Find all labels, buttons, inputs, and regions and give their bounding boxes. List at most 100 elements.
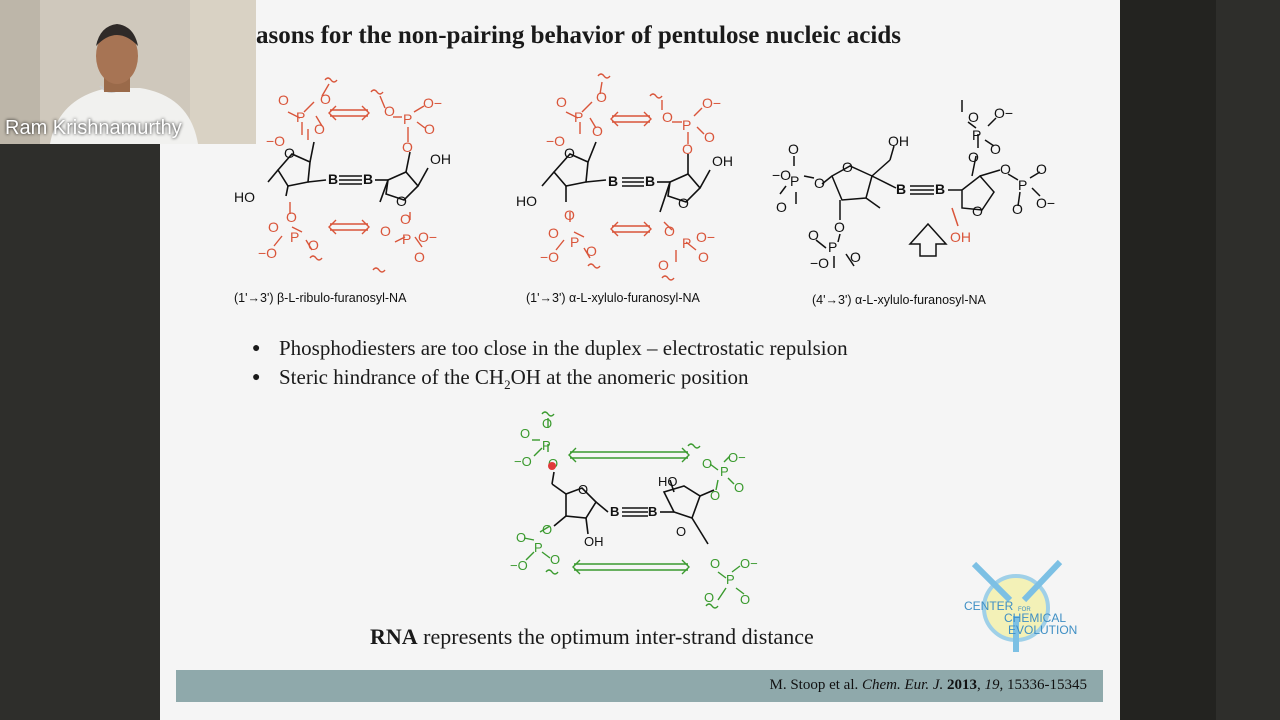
svg-text:B: B xyxy=(328,171,338,187)
svg-text:O: O xyxy=(402,139,413,155)
svg-text:B: B xyxy=(935,181,945,197)
svg-text:P: P xyxy=(570,234,579,250)
svg-text:O: O xyxy=(704,590,714,605)
svg-text:O: O xyxy=(678,195,689,211)
svg-text:O: O xyxy=(564,145,575,161)
svg-text:O: O xyxy=(414,249,425,265)
svg-text:O: O xyxy=(564,207,575,223)
svg-text:O: O xyxy=(710,488,720,503)
svg-text:O: O xyxy=(968,109,979,125)
svg-text:O: O xyxy=(740,592,750,607)
structure-alpha-l-xylulo-4-3: O P O− O O OH O B B O O P O O− O O P −O … xyxy=(772,100,1055,307)
svg-text:O: O xyxy=(548,225,559,241)
svg-text:O: O xyxy=(268,219,279,235)
svg-text:O: O xyxy=(698,249,709,265)
svg-text:O: O xyxy=(384,103,395,119)
svg-text:O: O xyxy=(592,123,603,139)
svg-text:P: P xyxy=(726,572,735,587)
svg-text:O−: O− xyxy=(728,450,746,465)
svg-text:O: O xyxy=(314,121,325,137)
svg-text:O: O xyxy=(1000,161,1011,177)
svg-text:B: B xyxy=(645,173,655,189)
svg-text:−O: −O xyxy=(258,245,277,261)
svg-text:O: O xyxy=(990,141,1001,157)
svg-text:P: P xyxy=(534,540,543,555)
svg-text:O: O xyxy=(520,426,530,441)
svg-text:OH: OH xyxy=(584,534,604,549)
svg-text:−O: −O xyxy=(540,249,559,265)
svg-text:O−: O− xyxy=(696,229,715,245)
center-for-chemical-evolution-logo: CENTER FOR CHEMICAL EVOLUTION xyxy=(960,556,1080,656)
svg-text:O: O xyxy=(542,416,552,431)
svg-text:O: O xyxy=(658,257,669,273)
slide-title: asons for the non-pairing behavior of pe… xyxy=(256,22,901,49)
svg-text:HO: HO xyxy=(234,189,255,205)
svg-text:B: B xyxy=(363,171,373,187)
shared-slide: asons for the non-pairing behavior of pe… xyxy=(160,0,1120,720)
svg-text:O: O xyxy=(834,219,845,235)
svg-text:O: O xyxy=(286,209,297,225)
svg-text:B: B xyxy=(610,504,619,519)
svg-text:O: O xyxy=(380,223,391,239)
svg-text:−O: −O xyxy=(772,167,791,183)
svg-text:O: O xyxy=(586,243,597,259)
svg-text:O: O xyxy=(596,89,607,105)
svg-text:O: O xyxy=(396,193,407,209)
participant-video-feed xyxy=(0,0,256,144)
svg-text:O: O xyxy=(400,211,411,227)
svg-text:−O: −O xyxy=(510,558,528,573)
svg-text:O−: O− xyxy=(740,556,758,571)
svg-text:−O: −O xyxy=(810,255,829,271)
svg-text:O: O xyxy=(662,109,673,125)
svg-text:O: O xyxy=(850,249,861,265)
structure-label: (4'→3') α-L-xylulo-furanosyl-NA xyxy=(812,293,987,307)
svg-text:P: P xyxy=(290,229,299,245)
rna-caption: RNA represents the optimum inter-strand … xyxy=(370,624,814,649)
svg-text:O: O xyxy=(710,556,720,571)
svg-text:OH: OH xyxy=(888,133,909,149)
svg-text:OH: OH xyxy=(430,151,451,167)
citation-bar: M. Stoop et al. Chem. Eur. J. 2013, 19, … xyxy=(176,670,1103,702)
svg-text:O: O xyxy=(278,92,289,108)
svg-text:O: O xyxy=(320,91,331,107)
svg-text:P: P xyxy=(402,231,411,247)
bullet-item: Phosphodiesters are too close in the dup… xyxy=(252,334,848,363)
svg-text:P: P xyxy=(682,235,691,251)
svg-text:O: O xyxy=(814,175,825,191)
svg-text:P: P xyxy=(574,109,583,125)
svg-text:O: O xyxy=(968,149,979,165)
svg-text:O: O xyxy=(702,456,712,471)
svg-text:O: O xyxy=(556,94,567,110)
svg-text:−O: −O xyxy=(266,133,285,149)
participant-name: Ram Krishnamurthy xyxy=(5,117,182,139)
svg-text:P: P xyxy=(682,117,691,133)
svg-text:−O: −O xyxy=(546,133,565,149)
svg-text:O: O xyxy=(542,522,552,537)
svg-text:O: O xyxy=(1036,161,1047,177)
svg-text:O−: O− xyxy=(702,95,721,111)
svg-text:OH: OH xyxy=(950,229,971,245)
bullet-item: Steric hindrance of the CH2OH at the ano… xyxy=(252,363,848,399)
right-dark-band xyxy=(1120,0,1216,720)
svg-text:O: O xyxy=(972,203,983,219)
svg-text:B: B xyxy=(648,504,657,519)
svg-text:O: O xyxy=(424,121,435,137)
svg-text:O: O xyxy=(516,530,526,545)
bullet-list: Phosphodiesters are too close in the dup… xyxy=(252,334,848,399)
participant-video-tile[interactable]: Ram Krishnamurthy xyxy=(0,0,256,144)
structure-label: (1'→3') α-L-xylulo-furanosyl-NA xyxy=(526,291,701,305)
svg-text:B: B xyxy=(896,181,906,197)
svg-text:O−: O− xyxy=(994,105,1013,121)
svg-text:P: P xyxy=(542,438,551,453)
svg-text:O: O xyxy=(676,524,686,539)
svg-text:O: O xyxy=(842,159,853,175)
structure-alpha-l-xylulo-1-3: O O P −O O O P O− O O O O P −O O O P O− … xyxy=(516,73,733,305)
svg-text:O: O xyxy=(578,482,588,497)
svg-text:O: O xyxy=(308,237,319,253)
svg-text:O: O xyxy=(284,145,295,161)
svg-text:O: O xyxy=(788,141,799,157)
structure-beta-l-ribulo: O O P −O O O P O− O O O O P −O O O O P O… xyxy=(234,77,451,305)
svg-text:P: P xyxy=(972,127,981,143)
svg-text:O−: O− xyxy=(423,95,442,111)
svg-text:B: B xyxy=(608,173,618,189)
